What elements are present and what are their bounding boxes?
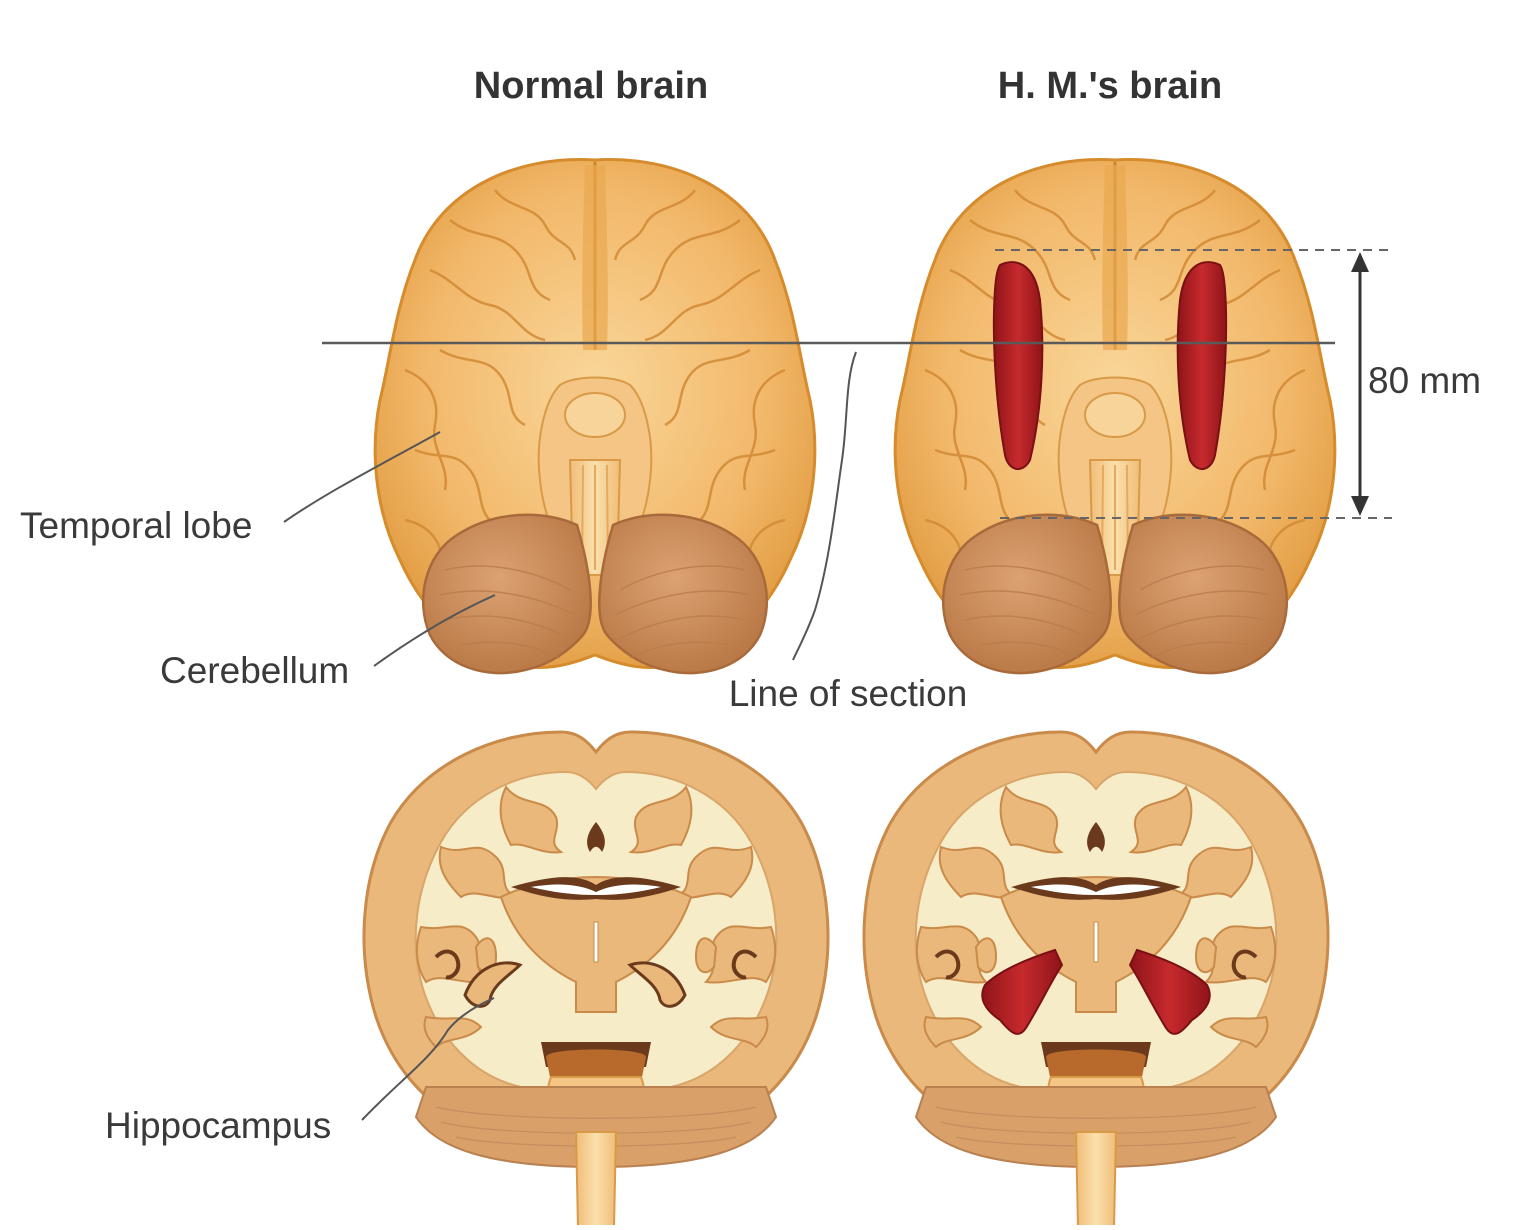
hippocampus-label: Hippocampus <box>105 1105 331 1146</box>
normal-brain-heading: Normal brain <box>474 65 708 107</box>
temporal-lobe-leader <box>283 431 441 523</box>
line-of-section-label: Line of section <box>729 673 968 714</box>
hm-left-temporal-lesion <box>992 261 1044 470</box>
measurement-label: 80 mm <box>1368 360 1481 401</box>
hm-brain-coronal-section <box>862 730 1330 1229</box>
hm-brain-heading: H. M.'s brain <box>998 65 1222 107</box>
cerebellum-leader <box>373 594 496 667</box>
temporal-lobe-label: Temporal lobe <box>20 505 252 546</box>
hm-brain-ventral-view <box>893 158 1337 675</box>
hm-right-temporal-lesion <box>1176 261 1228 470</box>
normal-brain-ventral-view <box>373 158 817 675</box>
arrow-up-icon <box>1351 252 1369 272</box>
hippocampus-leader <box>361 997 495 1121</box>
arrow-down-icon <box>1351 496 1369 516</box>
hm-left-coronal-lesion <box>981 948 1064 1035</box>
cerebellum-label: Cerebellum <box>160 650 349 691</box>
line-of-section-leader <box>792 351 857 661</box>
hm-right-coronal-lesion <box>1128 948 1211 1035</box>
normal-brain-coronal-section <box>362 730 830 1229</box>
